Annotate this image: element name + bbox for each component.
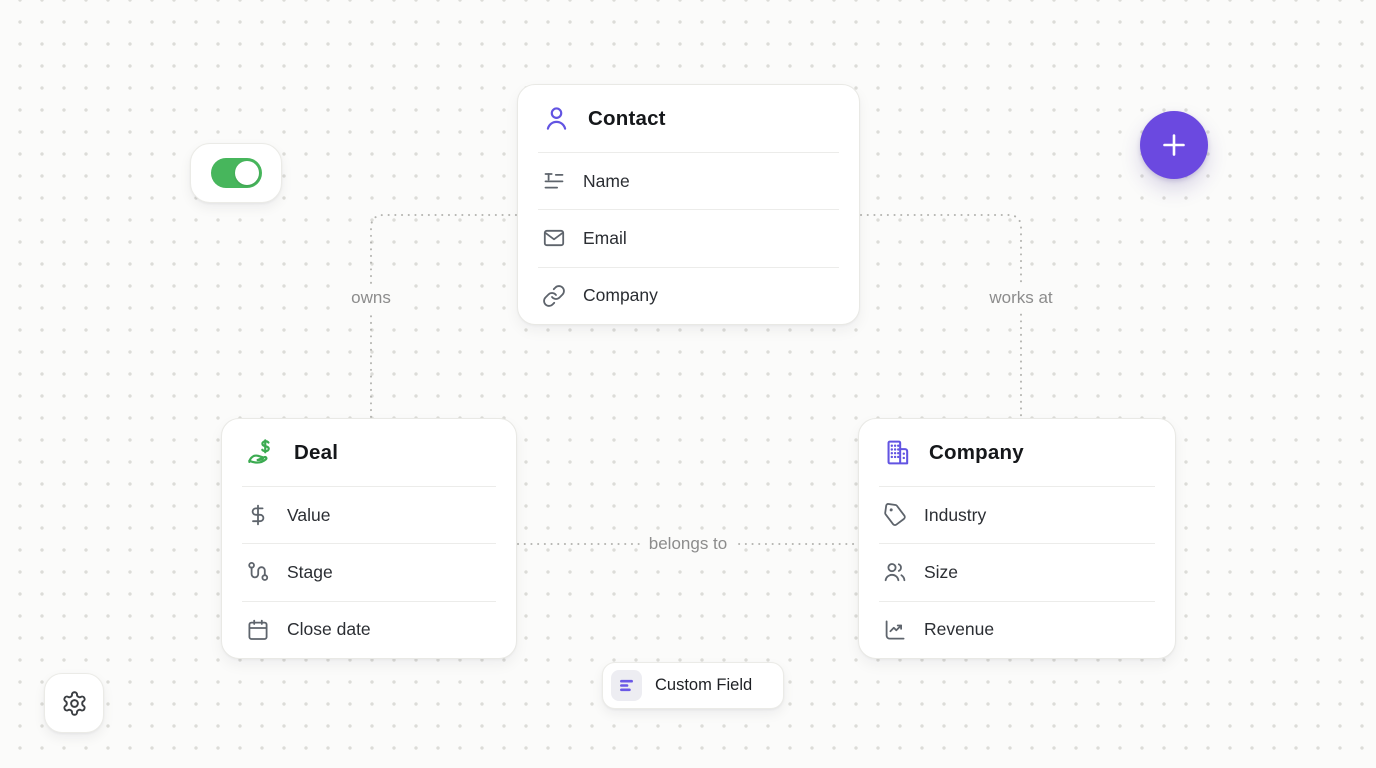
- entity-card-company[interactable]: Company Industry: [858, 418, 1176, 659]
- hand-coins-icon: [246, 437, 277, 468]
- divider: [242, 486, 496, 487]
- custom-field-chip[interactable]: Custom Field: [602, 662, 784, 709]
- field-lines-icon: [611, 670, 642, 701]
- deal-card-header: Deal: [222, 419, 516, 486]
- connection-label-works-at: works at: [980, 284, 1062, 312]
- field-row-stage[interactable]: Stage: [222, 544, 516, 600]
- chart-line-icon: [883, 618, 907, 642]
- settings-button[interactable]: [44, 673, 104, 733]
- company-card-header: Company: [859, 419, 1175, 486]
- toggle-knob: [234, 161, 259, 185]
- field-label: Value: [287, 504, 331, 525]
- field-label: Close date: [287, 619, 371, 640]
- divider: [879, 543, 1155, 545]
- field-label: Stage: [287, 561, 333, 582]
- divider: [242, 600, 496, 602]
- divider: [879, 486, 1155, 487]
- divider: [538, 266, 839, 268]
- connector-contact-company: [860, 214, 1022, 418]
- field-row-value[interactable]: Value: [222, 487, 516, 543]
- user-icon: [542, 104, 571, 133]
- route-icon: [246, 560, 270, 584]
- add-button[interactable]: [1140, 111, 1208, 179]
- contact-card-header: Contact: [518, 85, 859, 152]
- connection-label-belongs-to: belongs to: [639, 530, 737, 558]
- gear-icon: [61, 690, 88, 717]
- field-row-close-date[interactable]: Close date: [222, 602, 516, 658]
- link-icon: [542, 284, 566, 308]
- field-row-revenue[interactable]: Revenue: [859, 602, 1175, 658]
- field-label: Revenue: [924, 619, 995, 640]
- field-label: Company: [583, 285, 658, 306]
- tag-icon: [883, 503, 907, 527]
- building-icon: [883, 438, 912, 467]
- users-icon: [883, 560, 907, 584]
- divider: [538, 152, 839, 153]
- field-label: Name: [583, 170, 630, 191]
- card-title: Contact: [588, 106, 666, 130]
- dollar-icon: [246, 503, 270, 527]
- card-title: Deal: [294, 440, 339, 464]
- field-row-size[interactable]: Size: [859, 544, 1175, 600]
- field-label: Email: [583, 227, 627, 248]
- custom-field-label: Custom Field: [655, 676, 753, 694]
- toggle-panel: [190, 143, 282, 203]
- mail-icon: [542, 226, 566, 250]
- calendar-icon: [246, 618, 270, 642]
- divider: [242, 543, 496, 545]
- entity-card-contact[interactable]: Contact Name Email: [517, 84, 860, 325]
- text-icon: [542, 169, 566, 193]
- field-row-company[interactable]: Company: [518, 268, 859, 324]
- toggle-switch[interactable]: [210, 158, 262, 188]
- field-row-name[interactable]: Name: [518, 153, 859, 209]
- entity-card-deal[interactable]: Deal Value Stage: [221, 418, 517, 659]
- field-label: Industry: [924, 504, 987, 525]
- field-row-email[interactable]: Email: [518, 210, 859, 266]
- field-label: Size: [924, 561, 959, 582]
- connection-label-owns: owns: [342, 284, 400, 312]
- divider: [879, 600, 1155, 602]
- card-title: Company: [929, 440, 1024, 464]
- plus-icon: [1158, 129, 1190, 161]
- field-row-industry[interactable]: Industry: [859, 487, 1175, 543]
- connector-contact-deal: [370, 214, 517, 418]
- divider: [538, 209, 839, 211]
